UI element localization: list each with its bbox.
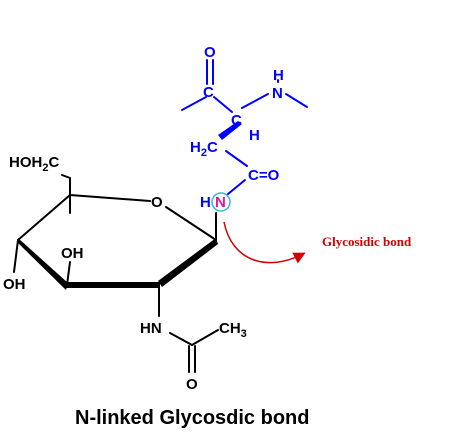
label-hoh2c: HOH2C	[9, 154, 59, 174]
label-c3-oh: OH	[61, 245, 84, 262]
label-amine-h: H	[273, 67, 284, 84]
label-link-h: H	[200, 194, 211, 211]
bond-link-n-carbonyl	[227, 179, 246, 195]
label-acetyl-oxygen: O	[186, 376, 198, 393]
label-alpha-c: C	[231, 112, 242, 129]
label-amide-nh: HN	[140, 320, 162, 337]
label-amine-n: N	[272, 85, 283, 102]
label-ring-oxygen: O	[151, 194, 163, 211]
bond-hoh2c-c5	[61, 174, 71, 179]
sugar-labels: HOH2C O OH OH HN CH3 O	[3, 154, 247, 393]
wedge-alpha-h2c	[218, 121, 242, 140]
wedge-c1-c2	[158, 238, 218, 287]
bond-c4-oh	[13, 239, 19, 273]
diagram-caption: N-linked Glycosdic bond	[75, 407, 309, 429]
label-carbonyl: C=O	[248, 167, 280, 184]
bond-c5-c4	[17, 194, 71, 241]
asparagine-residue	[181, 59, 308, 195]
bond-c3-c2-bold	[66, 282, 160, 288]
bond-acetyl-c-ch3	[191, 329, 219, 346]
linkage-nitrogen-highlight	[211, 192, 231, 212]
bond-top-c-left	[181, 96, 207, 111]
annotation-arrow	[223, 221, 306, 264]
bond-alpha-top-c	[213, 96, 233, 113]
bond-nh-acetyl-c	[169, 332, 193, 346]
bond-alpha-n	[241, 93, 269, 109]
label-top-c: C	[203, 84, 214, 101]
bond-c3-oh	[66, 261, 71, 286]
bond-n-right	[285, 93, 308, 108]
asparagine-labels: C=O H2C C H O C H N	[190, 44, 284, 184]
annotation-label: Glycosidic bond	[322, 234, 412, 249]
bond-carbonyl-h2c	[225, 150, 248, 167]
sugar-ring	[13, 174, 218, 317]
label-link-n: N	[215, 194, 226, 211]
wedge-c4-c3	[18, 238, 68, 290]
bond-ring-o-c1	[165, 206, 217, 241]
label-top-oxygen: O	[204, 44, 216, 61]
label-alpha-h: H	[249, 127, 260, 144]
label-h2c: H2C	[190, 139, 218, 159]
acetyl-group	[169, 329, 219, 373]
label-c4-oh: OH	[3, 276, 26, 293]
bond-c5-ring-o	[69, 194, 151, 202]
label-ch3: CH3	[219, 320, 247, 340]
